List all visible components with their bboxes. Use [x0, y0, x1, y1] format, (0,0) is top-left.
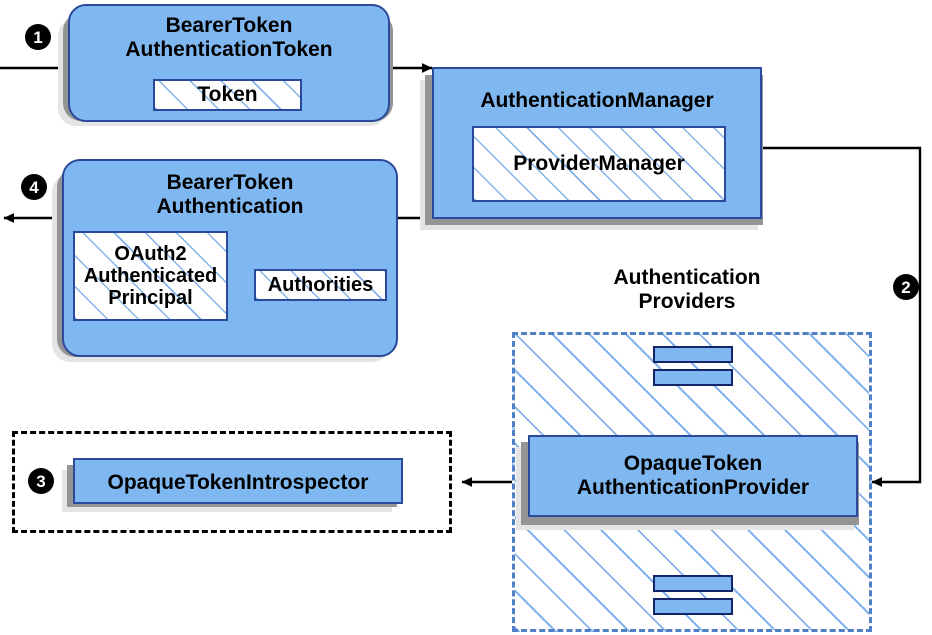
- bar-top-2: [653, 369, 733, 386]
- bearer-token-authentication-title: BearerToken Authentication: [156, 171, 304, 218]
- opaque-token-introspector[interactable]: OpaqueTokenIntrospector: [73, 458, 403, 504]
- oauth2-authenticated-principal-box[interactable]: OAuth2 Authenticated Principal: [73, 231, 228, 321]
- opaque-token-authentication-provider-title: OpaqueToken AuthenticationProvider: [576, 452, 810, 499]
- authentication-providers-caption: Authentication Providers: [613, 266, 761, 313]
- token-box[interactable]: Token: [153, 79, 302, 111]
- opaque-token-authentication-provider[interactable]: OpaqueToken AuthenticationProvider: [528, 435, 858, 517]
- opaque-token-introspector-title: OpaqueTokenIntrospector: [107, 471, 369, 494]
- bar-bottom-2: [653, 598, 733, 615]
- marker-1: 1: [25, 24, 51, 50]
- authentication-manager-title: AuthenticationManager: [480, 89, 714, 112]
- marker-4: 4: [21, 174, 47, 200]
- bar-top-1: [653, 346, 733, 363]
- bearer-token-authentication-token-title: BearerToken AuthenticationToken: [125, 14, 333, 61]
- marker-2: 2: [893, 274, 919, 300]
- bar-bottom-1: [653, 575, 733, 592]
- marker-3: 3: [28, 468, 54, 494]
- bearer-token-authentication-token[interactable]: BearerToken AuthenticationToken Token: [68, 4, 390, 122]
- authorities-box[interactable]: Authorities: [254, 269, 387, 301]
- provider-manager-box[interactable]: ProviderManager: [472, 126, 726, 202]
- introspector-group: [12, 431, 452, 533]
- bearer-token-authentication[interactable]: BearerToken Authentication OAuth2 Authen…: [62, 159, 398, 357]
- authentication-manager[interactable]: AuthenticationManager ProviderManager: [432, 67, 762, 219]
